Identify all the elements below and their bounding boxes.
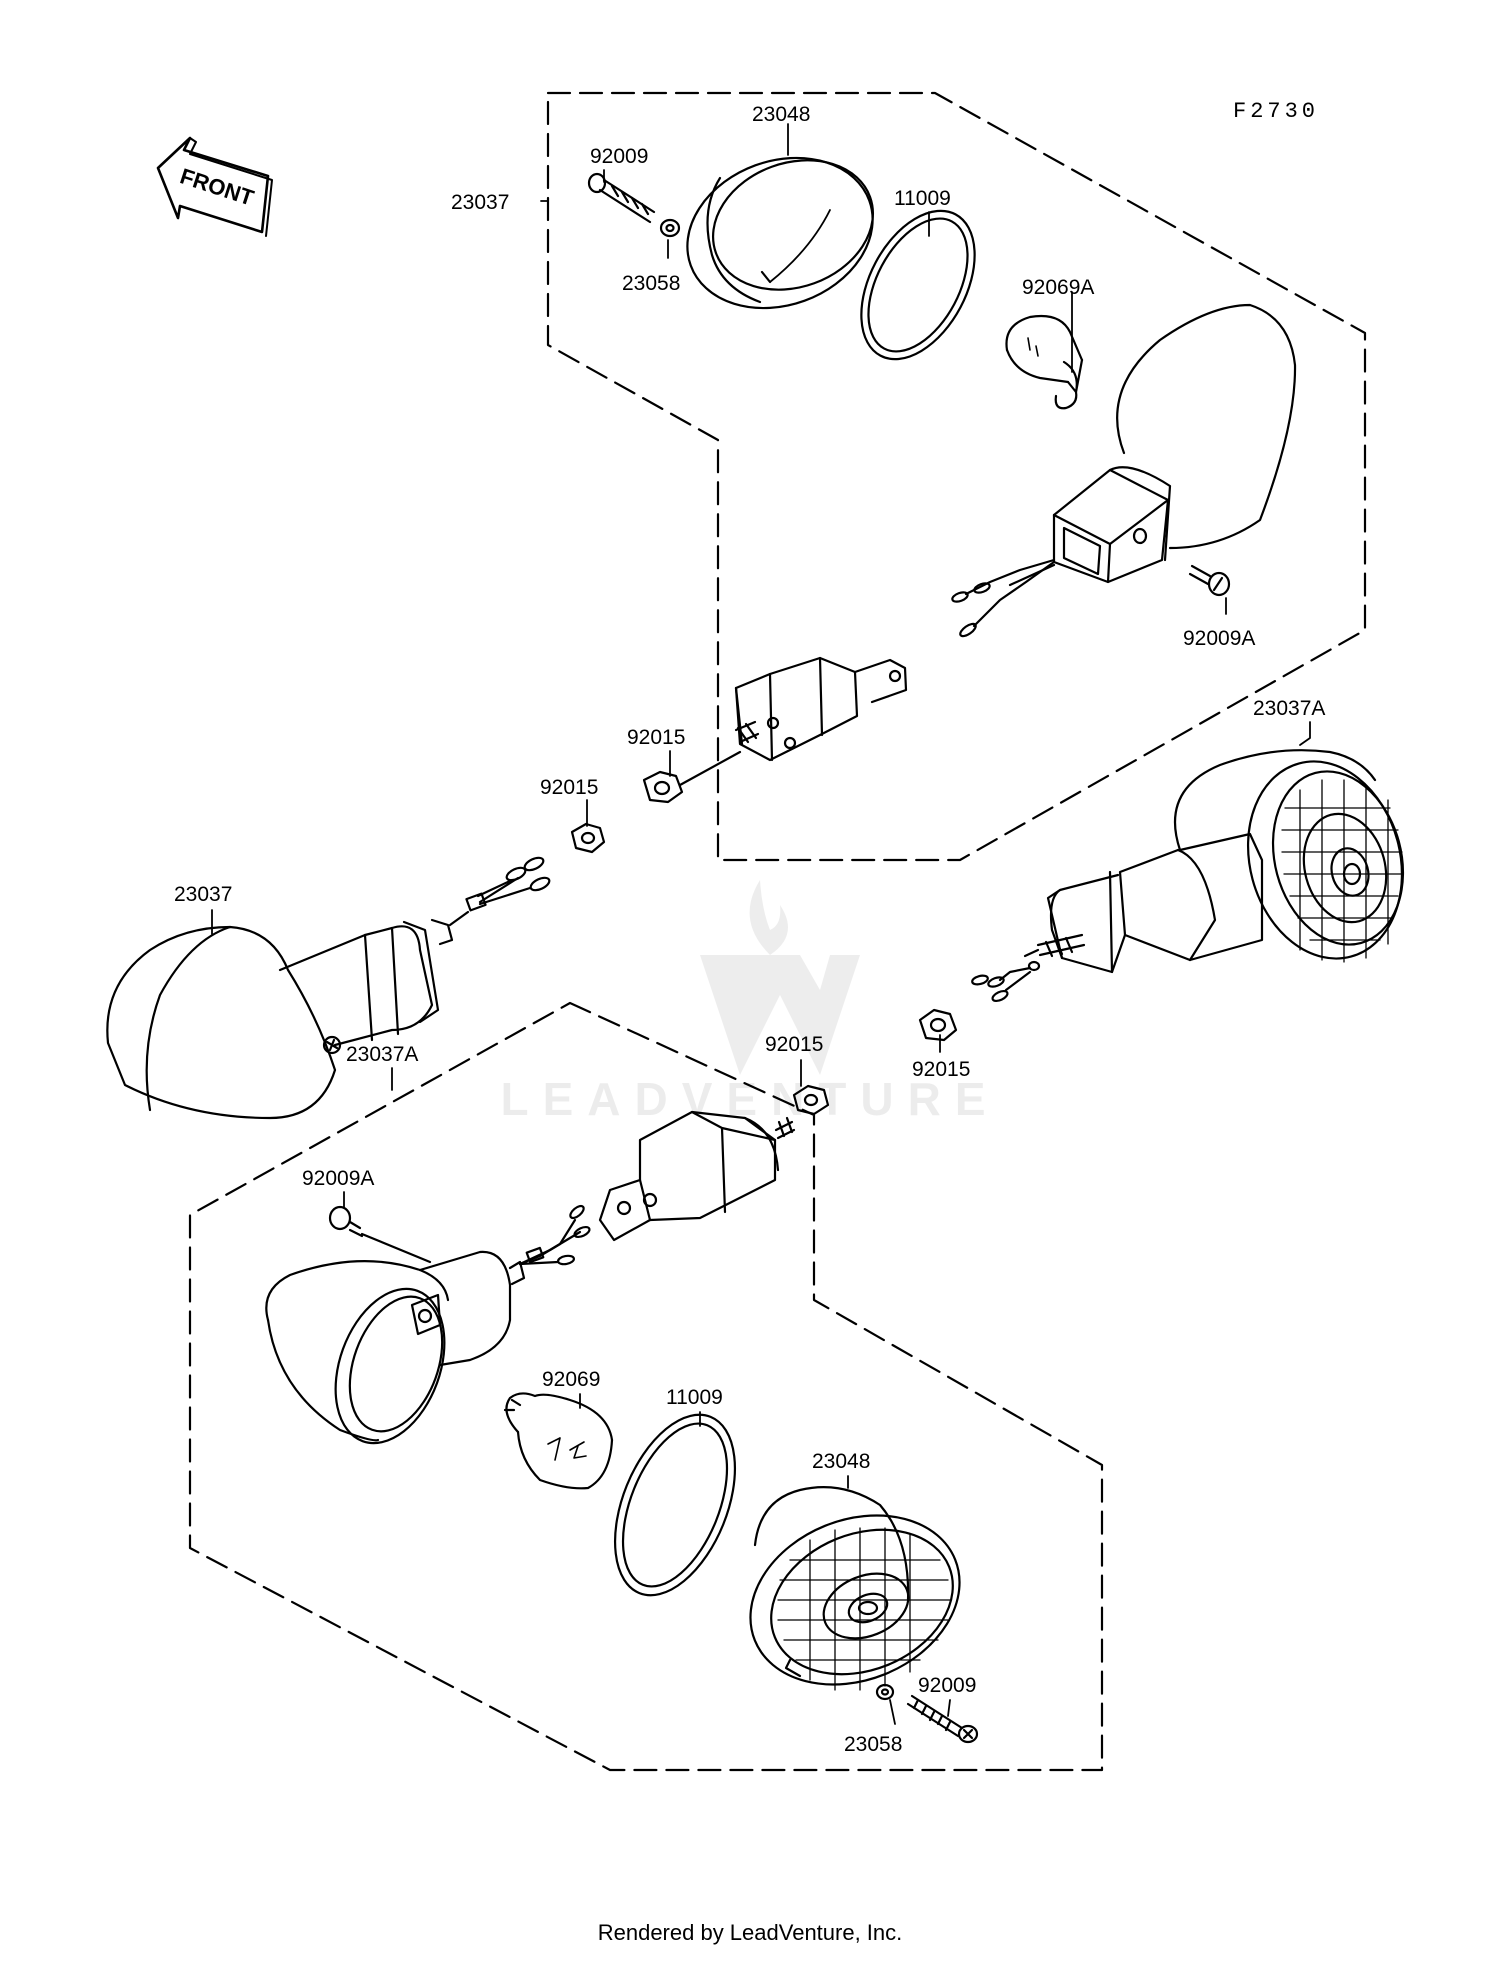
upper-housing-icon <box>1052 303 1297 584</box>
label-lower-washer: 23058 <box>844 1733 902 1756</box>
leader-lines <box>211 123 1311 1725</box>
label-upper-lens: 23048 <box>752 103 810 126</box>
label-lower-assembly: 23037A <box>346 1043 418 1066</box>
label-right-nut: 92015 <box>912 1058 970 1081</box>
leadventure-watermark: LEADVENTURE <box>500 880 999 1125</box>
upper-group-boundary <box>546 91 1367 862</box>
upper-housing-screw-icon <box>1188 564 1231 597</box>
label-upper-washer: 23058 <box>622 272 680 295</box>
label-left-assembly: 23037 <box>174 883 232 906</box>
label-lower-gasket: 11009 <box>666 1386 723 1409</box>
upper-screw-icon <box>587 172 656 224</box>
label-lower-housing-screw: 92009A <box>302 1167 374 1190</box>
figure-code: F2730 <box>1233 99 1319 124</box>
front-arrow-label: FRONT <box>177 163 257 210</box>
lower-bulb-icon <box>503 1392 614 1490</box>
upper-stem-nut-icon <box>642 770 684 804</box>
label-lower-bulb: 92069 <box>542 1368 600 1391</box>
front-arrow-icon <box>156 136 273 237</box>
label-upper-stem-nut: 92015 <box>627 726 685 749</box>
label-lower-lens: 23048 <box>812 1450 870 1473</box>
right-nut-icon <box>918 1008 958 1042</box>
lower-housing-screw-icon <box>328 1205 364 1238</box>
lower-screw-icon <box>906 1694 979 1744</box>
lower-stem-icon <box>598 1110 796 1242</box>
label-upper-housing-screw: 92009A <box>1183 627 1255 650</box>
upper-stem-icon <box>734 656 908 762</box>
label-lower-stem-nut: 92015 <box>765 1033 823 1056</box>
upper-bulb-icon <box>1005 314 1084 410</box>
label-upper-screw: 92009 <box>590 145 648 168</box>
lower-group-boundary <box>188 1001 1104 1772</box>
lower-housing-screw-leader <box>360 1232 432 1264</box>
lower-lens-icon <box>749 1486 961 1691</box>
left-assembly-icon <box>106 856 551 1120</box>
left-nut-icon <box>570 822 606 854</box>
footer-credit: Rendered by LeadVenture, Inc. <box>597 1920 903 1945</box>
right-assembly-icon <box>971 749 1405 1003</box>
label-left-nut: 92015 <box>540 776 598 799</box>
upper-lens-icon <box>686 156 875 310</box>
label-upper-assembly: 23037 <box>451 191 509 214</box>
label-lower-screw: 92009 <box>918 1674 976 1697</box>
label-upper-gasket: 11009 <box>894 187 951 210</box>
upper-wires-icon <box>951 558 1056 638</box>
lower-housing-icon <box>265 1250 526 1445</box>
label-right-assembly: 23037A <box>1253 697 1325 720</box>
label-upper-bulb: 92069A <box>1022 276 1094 299</box>
lower-wires-icon <box>518 1204 591 1266</box>
lower-gasket-icon <box>613 1413 737 1597</box>
watermark-text: LEADVENTURE <box>500 1073 999 1125</box>
upper-gasket-icon <box>860 209 976 361</box>
lower-washer-icon <box>875 1683 895 1701</box>
upper-stem-leader <box>678 750 742 787</box>
upper-washer-icon <box>659 218 681 238</box>
lower-stem-nut-icon <box>792 1084 830 1116</box>
